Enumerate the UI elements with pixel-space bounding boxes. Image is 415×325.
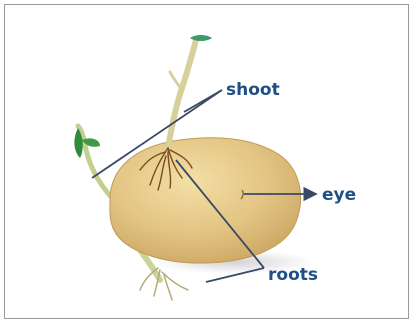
shoot-branch xyxy=(170,72,182,90)
label-shoot: shoot xyxy=(226,80,280,100)
potato xyxy=(110,138,301,263)
left-sprout xyxy=(78,126,112,198)
label-eye: eye xyxy=(322,185,356,205)
bottom-roots xyxy=(140,268,188,300)
main-shoot xyxy=(168,40,196,148)
label-roots: roots xyxy=(268,265,318,285)
